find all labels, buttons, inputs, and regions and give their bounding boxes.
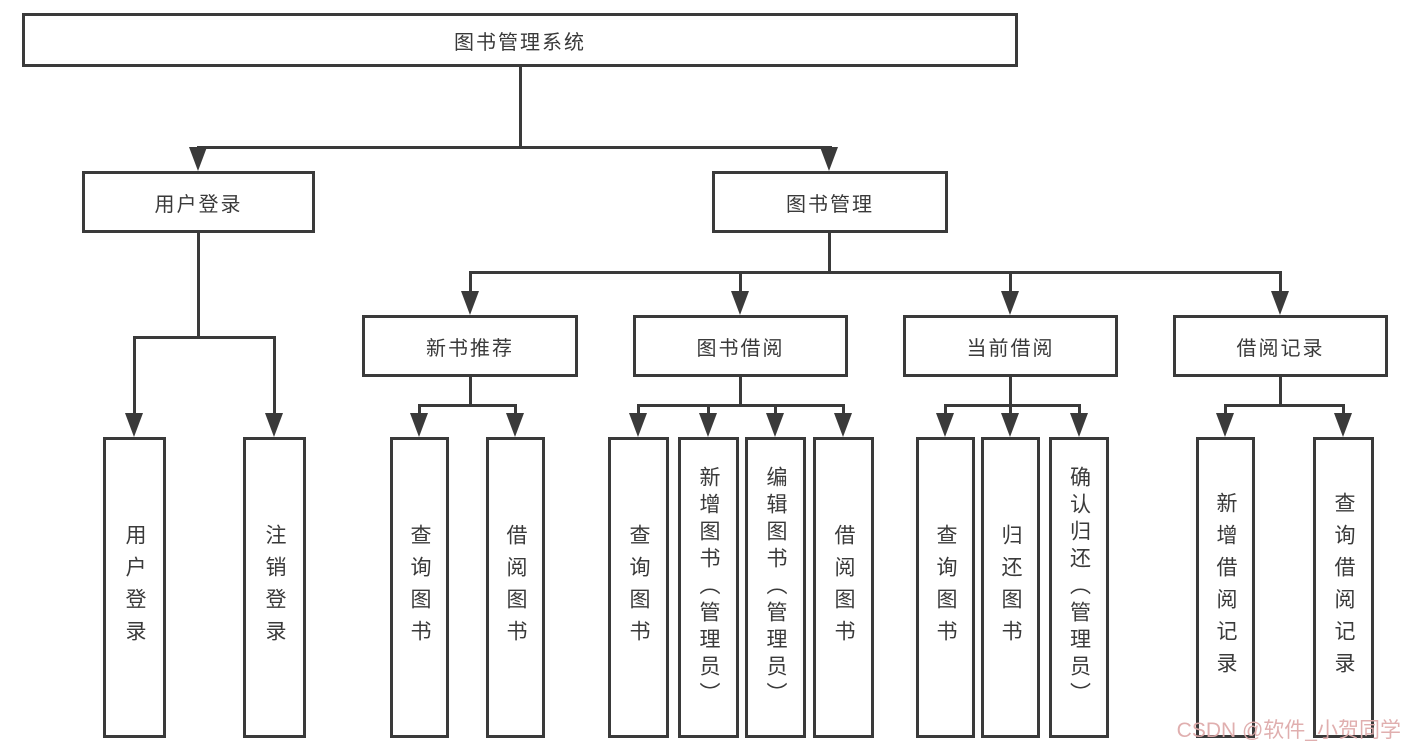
- arrow-down-icon: [834, 413, 852, 437]
- leaf-logout-label: 注销登录: [263, 523, 286, 652]
- connector-drop: [1009, 271, 1012, 301]
- leaf-query-books-recommend-label: 查询图书: [408, 523, 431, 652]
- connector-userlogin-stub: [197, 233, 200, 339]
- leaf-query-books-borrow-label: 查询图书: [627, 523, 650, 652]
- connector-newbook-stub: [469, 377, 472, 407]
- connector-current-stub: [1009, 377, 1012, 407]
- node-book-management-label: 图书管理: [786, 193, 874, 216]
- leaf-confirm-return-admin-label: 确认归还（管理员）: [1067, 466, 1091, 709]
- arrow-down-icon: [1216, 413, 1234, 437]
- arrow-down-icon: [461, 291, 479, 315]
- arrow-down-icon: [1001, 413, 1019, 437]
- leaf-borrow-books-recommend-label: 借阅图书: [504, 523, 527, 652]
- connector-bookmgmt-stub: [828, 233, 831, 273]
- arrow-down-icon: [766, 413, 784, 437]
- node-current-borrowing: 当前借阅: [903, 315, 1118, 377]
- connector-records-stub: [1279, 377, 1282, 407]
- arrow-down-icon: [189, 147, 207, 171]
- node-book-borrowing-label: 图书借阅: [696, 337, 785, 360]
- connector-current-branch: [944, 404, 1081, 407]
- connector-borrow-branch: [637, 404, 845, 407]
- leaf-query-borrow-record: 查询借阅记录: [1313, 437, 1374, 738]
- leaf-return-books-label: 归还图书: [999, 523, 1022, 652]
- node-root-label: 图书管理系统: [454, 31, 586, 54]
- leaf-edit-books-admin-label: 编辑图书（管理员）: [764, 466, 787, 709]
- leaf-borrow-books-recommend: 借阅图书: [486, 437, 545, 738]
- connector-userlogin-branch: [133, 336, 276, 339]
- arrow-down-icon: [1001, 291, 1019, 315]
- csdn-watermark: CSDN @软件_小贺同学: [1176, 719, 1401, 742]
- connector-newbook-branch: [418, 404, 517, 407]
- leaf-edit-books-admin: 编辑图书（管理员）: [745, 437, 806, 738]
- leaf-logout: 注销登录: [243, 437, 306, 738]
- connector-root-branch: [197, 146, 832, 149]
- connector-records-branch: [1224, 404, 1345, 407]
- arrow-down-icon: [125, 413, 143, 437]
- connector-root-stub: [519, 66, 522, 148]
- connector-bookmgmt-branch: [469, 271, 1282, 274]
- leaf-query-books-borrow: 查询图书: [608, 437, 669, 738]
- leaf-add-books-admin: 新增图书（管理员）: [678, 437, 739, 738]
- arrow-down-icon: [410, 413, 428, 437]
- connector-drop: [1279, 271, 1282, 301]
- arrow-down-icon: [731, 291, 749, 315]
- node-user-login-label: 用户登录: [154, 193, 243, 216]
- connector-drop: [273, 336, 276, 431]
- leaf-query-books-current-label: 查询图书: [934, 523, 957, 652]
- node-book-borrowing: 图书借阅: [633, 315, 848, 377]
- leaf-user-login-label: 用户登录: [123, 523, 146, 652]
- node-new-book-recommend-label: 新书推荐: [426, 337, 514, 360]
- arrow-down-icon: [1334, 413, 1352, 437]
- leaf-borrow-books-borrow: 借阅图书: [813, 437, 874, 738]
- node-current-borrowing-label: 当前借阅: [966, 337, 1055, 360]
- leaf-query-books-current: 查询图书: [916, 437, 975, 738]
- leaf-confirm-return-admin: 确认归还（管理员）: [1049, 437, 1109, 738]
- arrow-down-icon: [699, 413, 717, 437]
- arrow-down-icon: [1070, 413, 1088, 437]
- connector-drop: [133, 336, 136, 431]
- leaf-query-books-recommend: 查询图书: [390, 437, 449, 738]
- node-borrowing-records-label: 借阅记录: [1236, 337, 1325, 360]
- connector-drop: [739, 271, 742, 301]
- leaf-add-borrow-record-label: 新增借阅记录: [1214, 491, 1237, 684]
- leaf-return-books: 归还图书: [981, 437, 1040, 738]
- arrow-down-icon: [629, 413, 647, 437]
- leaf-borrow-books-borrow-label: 借阅图书: [832, 523, 855, 652]
- connector-borrow-stub: [739, 377, 742, 407]
- arrow-down-icon: [936, 413, 954, 437]
- node-new-book-recommend: 新书推荐: [362, 315, 578, 377]
- node-book-management: 图书管理: [712, 171, 948, 233]
- leaf-user-login: 用户登录: [103, 437, 166, 738]
- node-user-login: 用户登录: [82, 171, 315, 233]
- leaf-add-borrow-record: 新增借阅记录: [1196, 437, 1255, 738]
- arrow-down-icon: [506, 413, 524, 437]
- node-borrowing-records: 借阅记录: [1173, 315, 1388, 377]
- arrow-down-icon: [1271, 291, 1289, 315]
- leaf-add-books-admin-label: 新增图书（管理员）: [697, 466, 720, 709]
- arrow-down-icon: [265, 413, 283, 437]
- connector-drop: [469, 271, 472, 301]
- node-root: 图书管理系统: [22, 13, 1018, 67]
- leaf-query-borrow-record-label: 查询借阅记录: [1332, 491, 1355, 684]
- arrow-down-icon: [820, 147, 838, 171]
